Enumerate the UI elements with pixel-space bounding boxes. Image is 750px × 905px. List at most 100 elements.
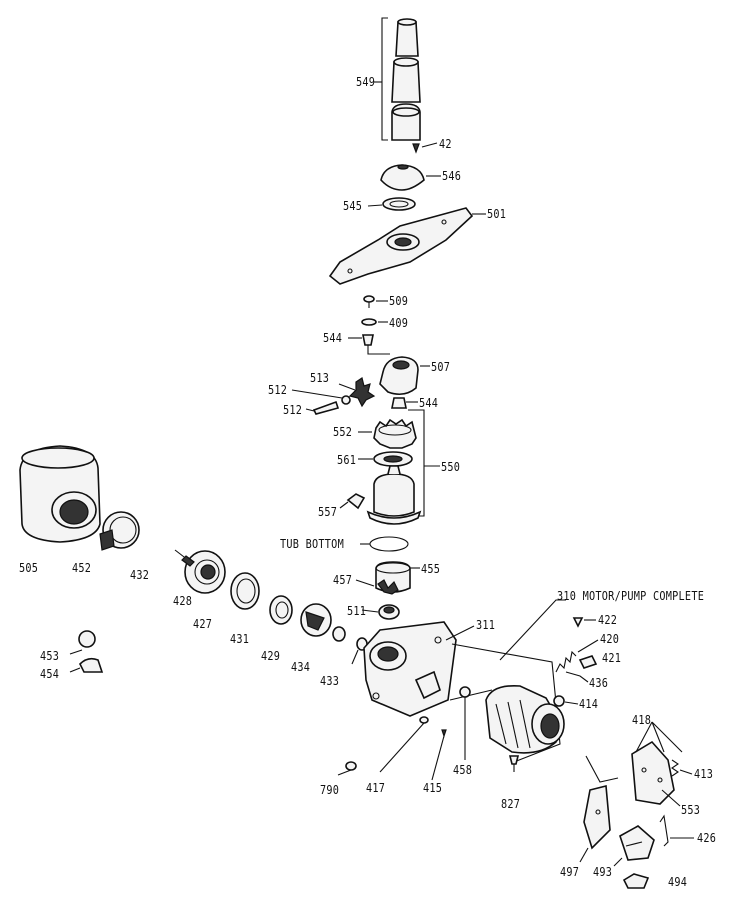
tub-bottom-gasket — [360, 536, 409, 552]
callout-415: 415 — [423, 781, 443, 795]
callout-453: 453 — [40, 649, 60, 663]
callout-458: 458 — [453, 763, 473, 777]
callout-409: 409 — [389, 316, 409, 330]
part-507-pump-housing — [379, 356, 430, 396]
part-557-cup — [366, 465, 422, 525]
part-553-screw — [661, 789, 681, 807]
callout-420: 420 — [600, 632, 620, 646]
part-428-cover — [184, 550, 226, 594]
part-413-spring — [671, 759, 693, 777]
part-415-screw — [431, 729, 447, 781]
part-418-bracket — [631, 721, 683, 805]
callout-417: 417 — [366, 781, 386, 795]
part-431-seal — [269, 595, 293, 625]
part-42-screw — [412, 142, 438, 154]
callout-509: 509 — [389, 294, 409, 308]
part-790-grommet — [337, 761, 357, 776]
callout-544-lower: 544 — [419, 396, 439, 410]
part-513-impeller — [338, 377, 376, 408]
callout-452: 452 — [72, 561, 92, 575]
callout-512-lower: 512 — [283, 403, 303, 417]
part-426-bracket — [659, 814, 694, 847]
part-497-mount-bracket — [579, 755, 619, 863]
callout-454: 454 — [40, 667, 60, 681]
callout-546: 546 — [442, 169, 462, 183]
callout-827: 827 — [501, 797, 521, 811]
part-512-shaft — [305, 400, 340, 415]
part-421-clip — [578, 655, 598, 669]
part-454-clip — [69, 657, 104, 673]
part-827-clip — [508, 755, 520, 772]
part-545-seal-ring — [367, 197, 416, 211]
callout-431: 431 — [230, 632, 250, 646]
callout-413: 413 — [694, 767, 714, 781]
callout-421: 421 — [602, 651, 622, 665]
part-453-plug — [69, 630, 96, 655]
callout-497: 497 — [560, 865, 580, 879]
callout-550: 550 — [441, 460, 461, 474]
part-414-nut — [553, 695, 579, 707]
part-509-screw — [363, 295, 388, 308]
part-420-spring — [555, 639, 599, 673]
part-505-inlet-housing — [19, 445, 101, 543]
callout-418: 418 — [632, 713, 652, 727]
callout-432: 432 — [130, 568, 150, 582]
part-422-screw — [572, 617, 596, 628]
callout-310-motor-pump-complete: 310 MOTOR/PUMP COMPLETE — [557, 589, 705, 603]
callout-512-upper: 512 — [268, 383, 288, 397]
callout-549: 549 — [356, 75, 376, 89]
part-452-clamp — [99, 511, 140, 551]
callout-311: 311 — [476, 618, 496, 632]
part-557-clip — [339, 493, 366, 510]
callout-513: 513 — [310, 371, 330, 385]
part-427-gasket — [230, 572, 260, 610]
part-457-spring — [355, 579, 399, 595]
callout-433: 433 — [320, 674, 340, 688]
part-511-bushing — [361, 604, 400, 620]
part-493-switch — [613, 825, 655, 867]
part-501-spray-arm — [328, 207, 486, 285]
callout-455: 455 — [421, 562, 441, 576]
callout-tub-bottom: TUB BOTTOM — [280, 537, 344, 551]
callout-511: 511 — [347, 604, 367, 618]
part-549-spray-tubes — [374, 17, 421, 141]
callout-507: 507 — [431, 360, 451, 374]
callout-427: 427 — [193, 617, 213, 631]
part-561-ring — [358, 451, 413, 467]
callout-501: 501 — [487, 207, 507, 221]
callout-426: 426 — [697, 831, 717, 845]
callout-429: 429 — [261, 649, 281, 663]
part-512-seal — [291, 389, 351, 405]
callout-561: 561 — [337, 453, 357, 467]
callout-553: 553 — [681, 803, 701, 817]
callout-557: 557 — [318, 505, 338, 519]
part-417-washer — [379, 716, 429, 773]
part-458-bolt — [459, 686, 471, 760]
callout-545: 545 — [343, 199, 363, 213]
callout-552: 552 — [333, 425, 353, 439]
part-494-clip — [622, 873, 650, 889]
callout-428: 428 — [173, 594, 193, 608]
part-409-washer — [361, 318, 388, 326]
part-552-gear — [358, 418, 417, 449]
part-432-screw — [174, 549, 195, 567]
part-544-stud-lower — [391, 397, 418, 409]
callout-436: 436 — [589, 676, 609, 690]
part-310-motor — [449, 599, 566, 763]
callout-790: 790 — [320, 783, 340, 797]
part-436-hook — [565, 671, 589, 683]
callout-494: 494 — [668, 875, 688, 889]
callout-493: 493 — [593, 865, 613, 879]
callout-434: 434 — [291, 660, 311, 674]
part-434-washer — [332, 626, 346, 642]
part-544-stud-upper — [348, 334, 390, 355]
callout-414: 414 — [579, 697, 599, 711]
part-546-hub — [380, 164, 441, 191]
callout-42: 42 — [439, 137, 452, 151]
part-429-impeller — [300, 603, 332, 637]
callout-457: 457 — [333, 573, 353, 587]
callout-505: 505 — [19, 561, 39, 575]
callout-422: 422 — [598, 613, 618, 627]
callout-544-upper: 544 — [323, 331, 343, 345]
